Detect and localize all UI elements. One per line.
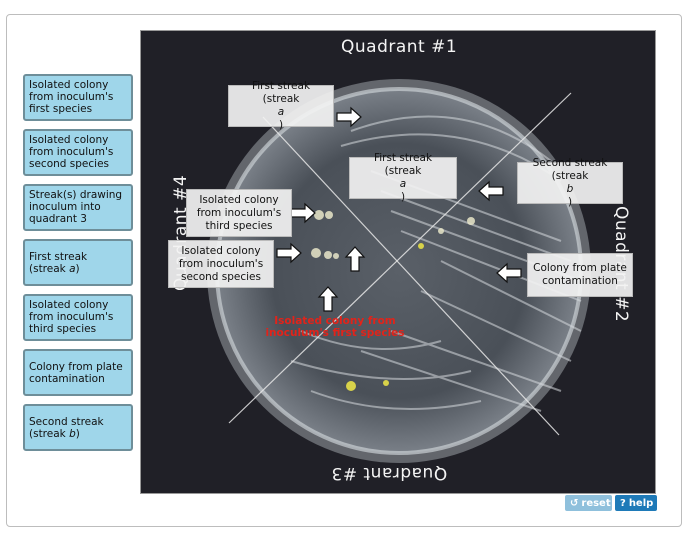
bank-item-text: second species (29, 158, 110, 170)
label-text: (streak b) (551, 170, 589, 208)
label-text: from inoculum's (196, 206, 282, 219)
bank-item-text: inoculum into (29, 201, 101, 213)
reset-button[interactable]: ↺ reset (565, 495, 612, 511)
bank-item-text: First streak (29, 251, 88, 263)
placed-label-first-species[interactable]: Isolated colony from inoculum's first sp… (253, 315, 417, 339)
quadrant-1-label: Quadrant #1 (341, 37, 458, 57)
bank-item-text: from inoculum's (29, 91, 114, 103)
help-label: help (628, 497, 654, 509)
bank-item-first-streak[interactable]: First streak (streak a) (23, 239, 133, 286)
bank-item-text: (streak a) (29, 263, 80, 275)
bank-item-text: from inoculum's (29, 311, 114, 323)
label-text: Colony from plate (533, 262, 627, 274)
bank-item-text: Isolated colony (29, 299, 109, 311)
label-text: First streak (373, 152, 433, 164)
label-text: Isolated colony (199, 193, 279, 206)
bank-item-text: quadrant 3 (29, 213, 87, 225)
placed-label-third-species[interactable]: Isolated colony from inoculum's third sp… (186, 189, 292, 237)
petri-dish-illustration (207, 79, 591, 463)
label-text: Second streak (532, 157, 608, 169)
bank-item-text: Isolated colony (29, 134, 109, 146)
petri-dish-photo: Quadrant #1 Quadrant #2 Quadrant #3 Quad… (140, 30, 656, 494)
bank-item-first-species[interactable]: Isolated colony from inoculum's first sp… (23, 74, 133, 121)
quadrant-3-label: Quadrant #3 (331, 463, 448, 483)
question-icon: ? (620, 497, 626, 509)
placed-label-second-streak[interactable]: Second streak (streak b) (517, 157, 623, 208)
label-text: inoculum's first species (265, 327, 405, 339)
bank-item-contamination[interactable]: Colony from plate contamination (23, 349, 133, 396)
bank-item-text: Isolated colony (29, 79, 109, 91)
label-text: Isolated colony (181, 244, 261, 257)
bank-item-text: contamination (29, 373, 105, 385)
label-text: from inoculum's (178, 257, 264, 270)
label-text: contamination (542, 275, 618, 287)
placed-label-second-species[interactable]: Isolated colony from inoculum's second s… (168, 240, 274, 288)
help-button[interactable]: ? help (615, 495, 657, 511)
bank-item-second-streak[interactable]: Second streak (streak b) (23, 404, 133, 451)
bank-item-text: (streak b) (29, 428, 80, 440)
bank-item-streak-quadrant-3[interactable]: Streak(s) drawing inoculum into quadrant… (23, 184, 133, 231)
bank-item-text: from inoculum's (29, 146, 114, 158)
placed-label-contamination[interactable]: Colony from plate contamination (527, 253, 633, 297)
bank-item-text: first species (29, 103, 93, 115)
placed-label-first-streak-top[interactable]: First streak (streak a) (228, 80, 334, 131)
label-text: First streak (251, 80, 311, 92)
bank-item-second-species[interactable]: Isolated colony from inoculum's second s… (23, 129, 133, 176)
reset-label: reset (581, 497, 611, 509)
label-text: (streak a) (384, 165, 422, 203)
placed-label-first-streak-center[interactable]: First streak (streak a) (349, 152, 457, 203)
bank-item-text: Streak(s) drawing (29, 189, 123, 201)
label-text: second species (180, 270, 261, 283)
bank-item-text: third species (29, 323, 97, 335)
label-text: third species (205, 219, 273, 232)
bank-item-text: Colony from plate (29, 361, 123, 373)
label-text: Isolated colony from (274, 315, 396, 327)
reset-icon: ↺ (570, 497, 579, 509)
label-text: (streak a) (262, 93, 300, 131)
bank-item-text: Second streak (29, 416, 104, 428)
bank-item-third-species[interactable]: Isolated colony from inoculum's third sp… (23, 294, 133, 341)
